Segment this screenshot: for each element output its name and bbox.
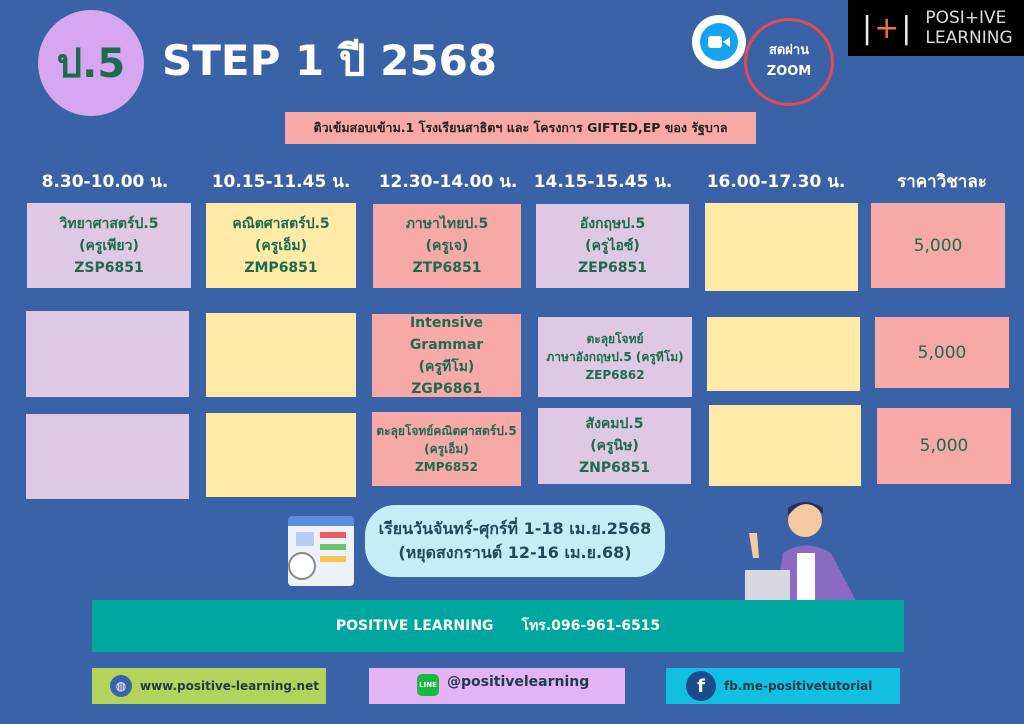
empty-cell: [206, 413, 356, 497]
course-name: วิทยาศาสตร์ป.5: [59, 215, 159, 232]
course-code: ZMP6851: [244, 259, 318, 276]
teacher: (ครูเอ็ม): [424, 442, 469, 456]
course-code: ZTP6851: [412, 260, 482, 276]
course-code: ZEP6862: [585, 368, 645, 382]
page-title: STEP 1 ปี 2568: [162, 36, 498, 85]
schedule-dates: เรียนวันจันทร์-ศุกร์ที่ 1-18 เม.ย.2568: [378, 519, 652, 538]
course-cell: คณิตศาสตร์ป.5 (ครูเอ็ม) ZMP6851: [206, 203, 356, 288]
course-code: ZEP6851: [578, 260, 647, 276]
zoom-icon: [692, 15, 746, 69]
teacher: (ครูเอ็ม): [254, 237, 308, 254]
line-text: @positivelearning: [447, 674, 590, 690]
logo-mark: |+|: [862, 10, 914, 46]
live-zoom-badge: สดผ่าน ZOOM: [744, 18, 834, 106]
course-cell: สังคมป.5 (ครูนิษ) ZNP6851: [538, 408, 691, 484]
calendar-icon: [288, 516, 354, 586]
course-cell: ภาษาไทยป.5 (ครูเจ) ZTP6851: [373, 204, 521, 288]
course-name: อังกฤษป.5: [579, 216, 646, 232]
tutor-illustration: [745, 498, 860, 603]
schedule-note: เรียนวันจันทร์-ศุกร์ที่ 1-18 เม.ย.2568 (ห…: [365, 505, 665, 577]
teacher: (ครูทีโม): [418, 358, 475, 375]
logo-text-1: POSI+IVE: [925, 8, 1007, 28]
course-name: สังคมป.5: [585, 416, 644, 432]
phone-number[interactable]: โทร.096-961-6515: [521, 618, 661, 634]
empty-cell: [709, 405, 861, 486]
course-cell: ตะลุยโจทย์คณิตศาสตร์ป.5 (ครูเอ็ม) ZMP6852: [372, 412, 521, 486]
live-label: สดผ่าน: [768, 43, 810, 59]
column-header: 14.15-15.45 น.: [533, 172, 673, 192]
price-cell: 5,000: [877, 408, 1011, 484]
contact-banner: POSITIVE LEARNING โทร.096-961-6515: [92, 600, 904, 652]
column-header: 8.30-10.00 น.: [41, 172, 169, 192]
course-code: ZNP6851: [578, 460, 651, 476]
course-code: ZGP6861: [411, 380, 482, 397]
facebook-link[interactable]: f fb.me-positivetutorial: [666, 668, 900, 704]
course-cell: วิทยาศาสตร์ป.5 (ครูเพียว) ZSP6851: [27, 203, 191, 288]
empty-cell: [26, 311, 189, 397]
course-cell: ตะลุยโจทย์ภาษาอังกฤษป.5 (ครูทีโม) ZEP6862: [538, 317, 692, 397]
grade-badge: ป.5: [38, 10, 144, 116]
course-name: ตะลุยโจทย์คณิตศาสตร์ป.5: [376, 424, 517, 438]
line-link[interactable]: LINE @positivelearning: [369, 668, 625, 704]
logo-text-2: LEARNING: [925, 28, 1013, 48]
price-cell: 5,000: [871, 203, 1005, 288]
teacher: (ครูไอซ์): [585, 238, 640, 254]
teacher: (ครูนิษ): [590, 438, 639, 454]
course-cell: อังกฤษป.5 (ครูไอซ์) ZEP6851: [536, 204, 689, 288]
subtitle-banner: ติวเข้มสอบเข้าม.1 โรงเรียนสาธิตฯ และ โคร…: [285, 112, 756, 144]
empty-cell: [705, 203, 858, 291]
column-header: 16.00-17.30 น.: [706, 172, 846, 192]
teacher: (ครูเพียว): [79, 237, 139, 254]
course-code: ZSP6851: [74, 259, 144, 276]
course-cell: Intensive Grammar (ครูทีโม) ZGP6861: [372, 314, 521, 397]
column-header: ราคาวิชาละ: [897, 172, 987, 192]
zoom-label: ZOOM: [766, 64, 812, 79]
course-name: Intensive Grammar: [409, 314, 484, 353]
empty-cell: [26, 414, 189, 499]
holiday-note: (หยุดสงกรานต์ 12-16 เม.ย.68): [398, 543, 632, 562]
empty-cell: [707, 317, 860, 391]
website-link[interactable]: ◍ www.positive-learning.net: [92, 668, 326, 704]
price-cell: 5,000: [875, 317, 1009, 388]
brand-name: POSITIVE LEARNING: [335, 618, 494, 634]
facebook-text: fb.me-positivetutorial: [724, 679, 873, 693]
course-name: คณิตศาสตร์ป.5: [232, 215, 330, 232]
column-header: 12.30-14.00 น.: [378, 172, 518, 192]
teacher: (ครูเจ): [425, 238, 469, 254]
teacher: ภาษาอังกฤษป.5 (ครูทีโม): [546, 350, 684, 364]
column-header: 10.15-11.45 น.: [211, 172, 351, 192]
website-text: www.positive-learning.net: [140, 679, 319, 693]
empty-cell: [206, 313, 356, 397]
course-code: ZMP6852: [415, 460, 478, 474]
facebook-icon: f: [686, 671, 716, 701]
globe-icon: ◍: [110, 675, 132, 697]
line-icon: LINE: [417, 674, 439, 696]
course-name: ภาษาไทยป.5: [405, 216, 489, 232]
course-name: ตะลุยโจทย์: [586, 332, 644, 346]
